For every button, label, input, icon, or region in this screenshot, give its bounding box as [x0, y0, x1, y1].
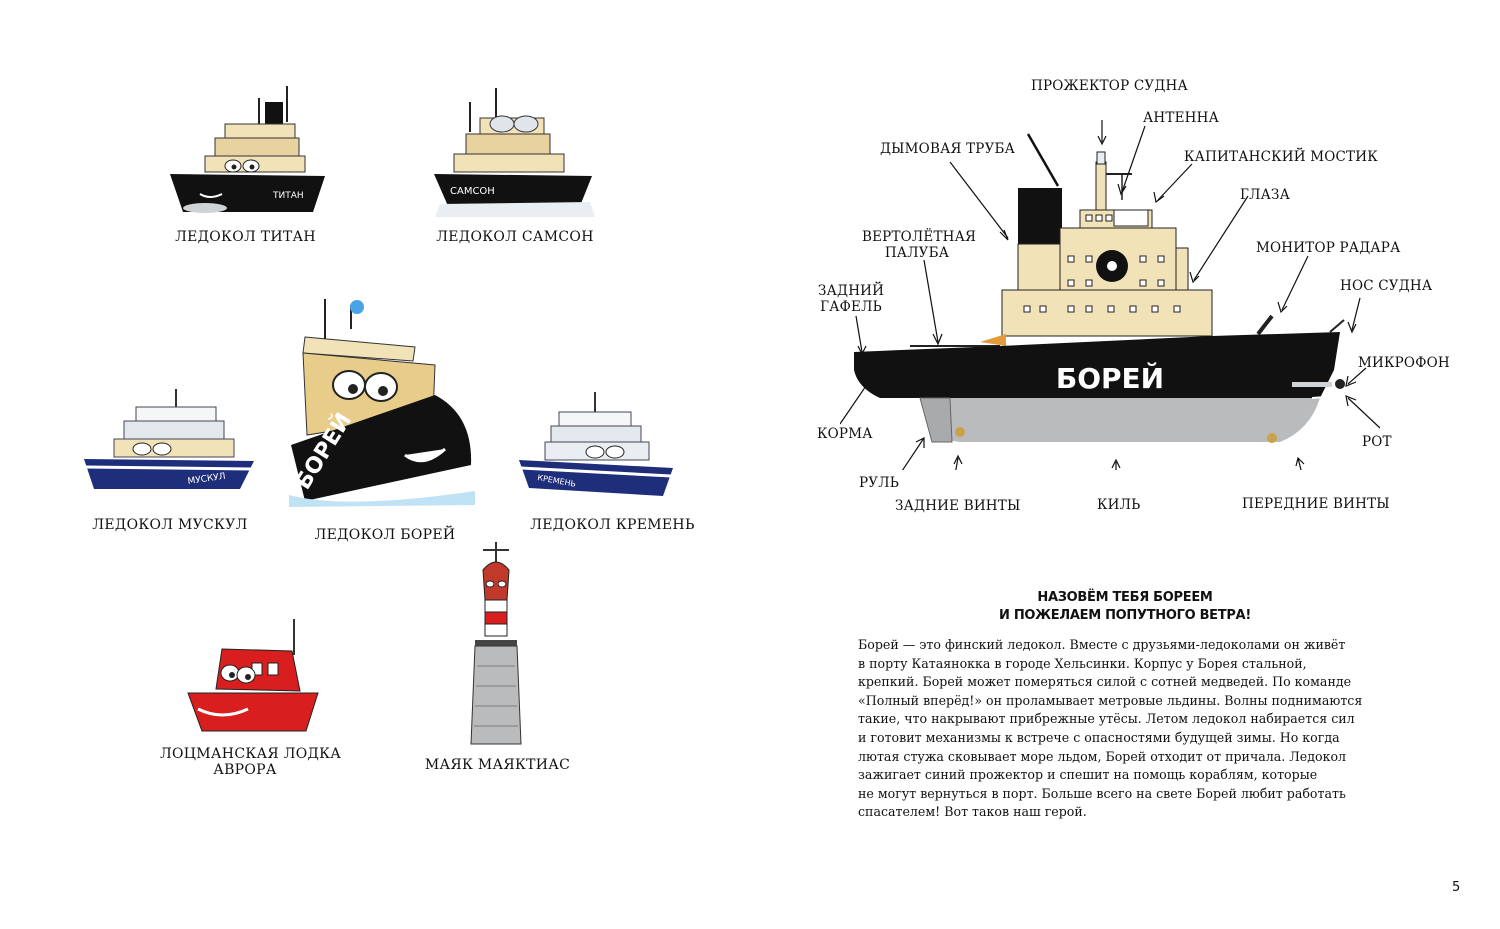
label-keel: КИЛЬ: [1097, 497, 1141, 513]
label-rudder: РУЛЬ: [859, 475, 900, 491]
avrora-pilot-boat-illustration: [187, 619, 319, 732]
label-funnel: ДЫМОВАЯ ТРУБА: [880, 141, 1016, 157]
label-antenna: АНТЕННА: [1143, 110, 1220, 126]
label-projector: ПРОЖЕКТОР СУДНА: [1031, 78, 1188, 94]
article-line: «Полный вперёд!» он проламывает метровые…: [858, 692, 1363, 708]
article-line: крепкий. Борей может померяться силой с …: [858, 674, 1352, 690]
article-line: зажигает синий прожектор и спешит на пом…: [858, 767, 1318, 783]
rudder-shape: [919, 397, 953, 443]
label-mouth: РОТ: [1362, 434, 1392, 450]
article-heading: НАЗОВЁМ ТЕБЯ БОРЕЕМ И ПОЖЕЛАЕМ ПОПУТНОГО…: [950, 589, 1300, 625]
article-line: такие, что накрывают прибрежные утёсы. Л…: [858, 711, 1355, 727]
caption-samson: ЛЕДОКОЛ САМСОН: [436, 229, 594, 245]
gaff-mast: [1026, 133, 1060, 187]
label-helideck-line1: ВЕРТОЛЁТНАЯ: [862, 229, 977, 245]
kremen-icebreaker-illustration: КРЕМЕНЬ: [519, 392, 673, 496]
label-radar: МОНИТОР РАДАРА: [1256, 240, 1401, 256]
label-eyes: ГЛАЗА: [1240, 187, 1291, 203]
funnel-shape: [1018, 188, 1062, 244]
samson-hull-text: САМСОН: [450, 186, 495, 197]
muskul-icebreaker-illustration: МУСКУЛ: [84, 389, 254, 489]
diagram-ship-name: БОРЕЙ: [1056, 361, 1164, 395]
label-bow: НОС СУДНА: [1340, 278, 1433, 294]
article-line: спасателем! Вот таков наш герой.: [858, 804, 1087, 820]
bridge-window: [1113, 209, 1149, 227]
caption-borey: ЛЕДОКОЛ БОРЕЙ: [314, 527, 456, 543]
label-front-screws: ПЕРЕДНИЕ ВИНТЫ: [1242, 496, 1390, 512]
caption-muskul: ЛЕДОКОЛ МУСКУЛ: [92, 517, 248, 533]
label-gaff: ЗАДНИЙ ГАФЕЛЬ: [818, 283, 884, 315]
caption-avrora: ЛОЦМАНСКАЯ ЛОДКА АВРОРА: [160, 746, 342, 778]
label-microphone: МИКРОФОН: [1358, 355, 1450, 371]
titan-icebreaker-illustration: ТИТАН: [170, 86, 325, 213]
label-stern: КОРМА: [817, 426, 873, 442]
caption-avrora-line2: АВРОРА: [213, 762, 277, 778]
article-line: не могут вернуться в порт. Больше всего …: [858, 785, 1346, 801]
label-helideck: ВЕРТОЛЁТНАЯ ПАЛУБА: [862, 229, 977, 261]
article-line: лютая стужа сковывает море льдом, Борей …: [858, 748, 1347, 764]
article-line: и готовит механизмы к встрече с опасност…: [858, 729, 1340, 745]
label-bridge: КАПИТАНСКИЙ МОСТИК: [1184, 149, 1378, 165]
label-gaff-line2: ГАФЕЛЬ: [820, 299, 882, 315]
caption-kremen: ЛЕДОКОЛ КРЕМЕНЬ: [530, 517, 695, 533]
mayak-lighthouse-illustration: [470, 542, 522, 745]
projector-shape: [1096, 151, 1106, 165]
article-line: в порту Катаянокка в городе Хельсинки. К…: [858, 655, 1307, 671]
titan-hull-text: ТИТАН: [272, 191, 304, 201]
article-line: Борей — это финский ледокол. Вместе с др…: [858, 637, 1346, 652]
label-gaff-line1: ЗАДНИЙ: [818, 283, 885, 299]
article-heading-line2: И ПОЖЕЛАЕМ ПОПУТНОГО ВЕТРА!: [999, 608, 1251, 623]
samson-icebreaker-illustration: САМСОН: [434, 88, 595, 217]
caption-mayak: МАЯК МАЯКТИАС: [424, 757, 571, 773]
caption-avrora-line1: ЛОЦМАНСКАЯ ЛОДКА: [160, 746, 342, 762]
hull-black: [854, 332, 1340, 398]
article-body: Борей — это финский ледокол. Вместе с др…: [858, 636, 1398, 822]
borey-anatomy-diagram: БОРЕЙ: [840, 120, 1380, 470]
label-rear-screws: ЗАДНИЕ ВИНТЫ: [895, 498, 1021, 514]
label-helideck-line2: ПАЛУБА: [884, 245, 950, 261]
article-heading-line1: НАЗОВЁМ ТЕБЯ БОРЕЕМ: [1037, 590, 1213, 605]
underwater-hull: [920, 398, 1320, 442]
leader-arrows: [840, 120, 1380, 470]
caption-titan: ЛЕДОКОЛ ТИТАН: [175, 229, 316, 245]
page-number: 5: [1452, 880, 1461, 895]
borey-icebreaker-illustration: БОРЕЙ: [289, 299, 475, 507]
